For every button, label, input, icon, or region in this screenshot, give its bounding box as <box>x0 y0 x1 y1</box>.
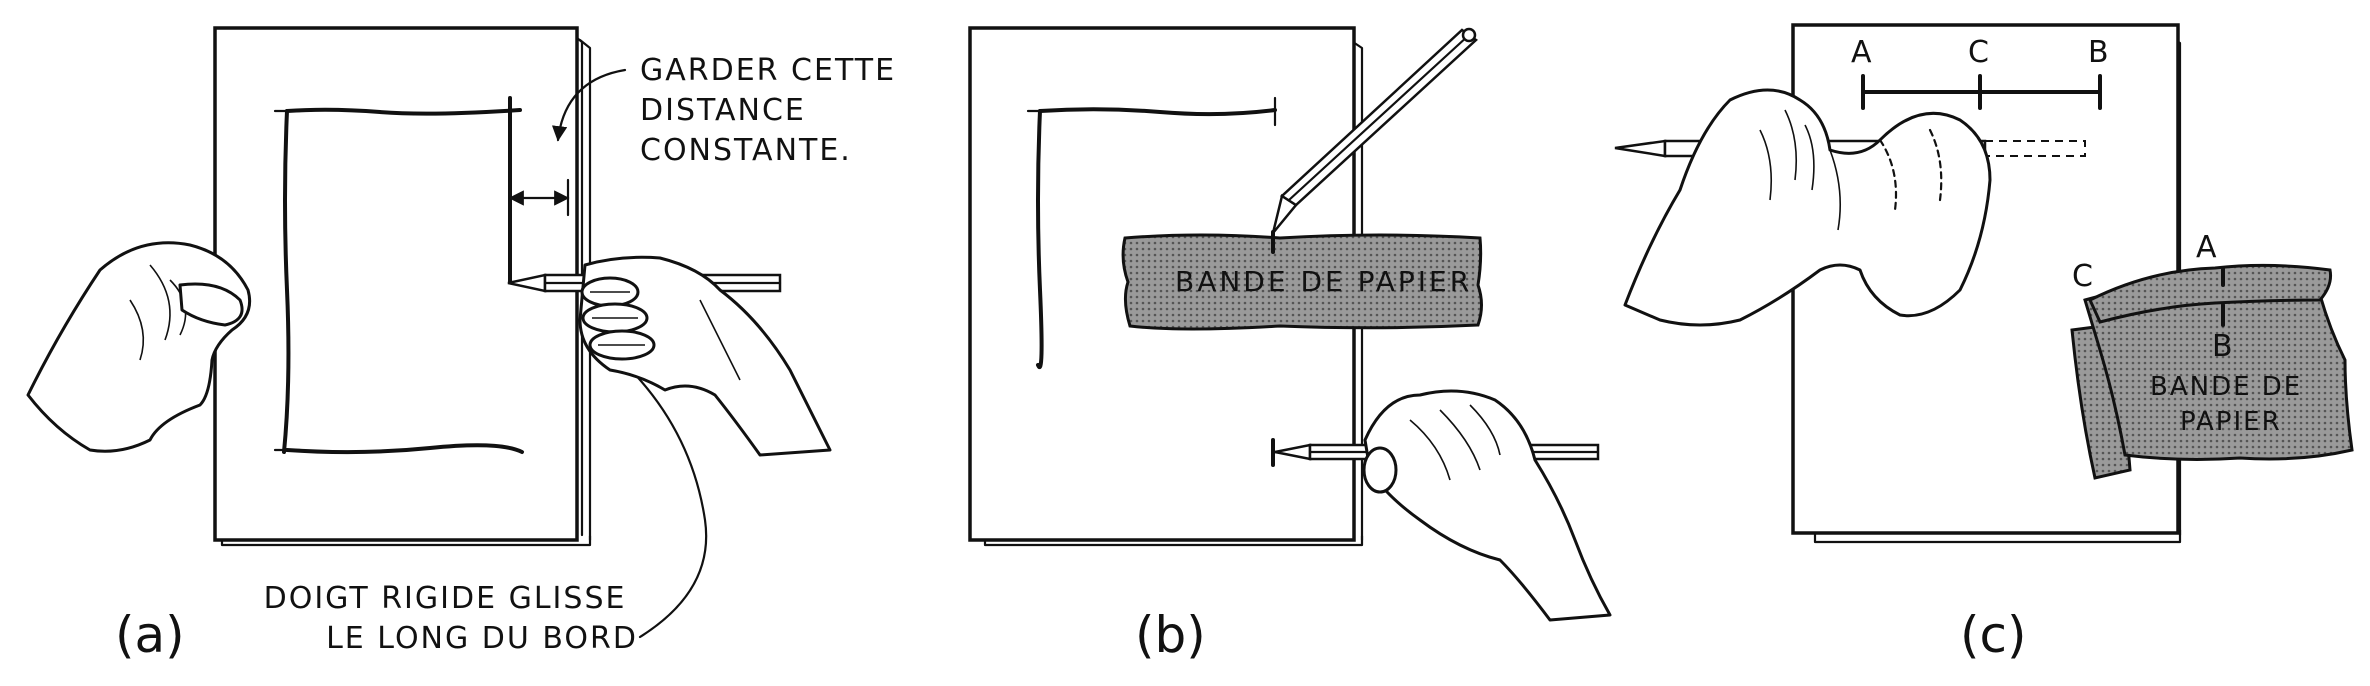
panel-a: GARDER CETTE DISTANCE CONSTANTE. DOIGT R… <box>26 26 908 664</box>
paper-strip: BANDE DE PAPIER <box>1121 230 1483 331</box>
leader-distance <box>551 68 627 142</box>
point-label-c: C <box>1968 35 1991 70</box>
strip-point-c: C <box>2072 259 2095 294</box>
strip-label: BANDE DE PAPIER <box>1175 265 1472 298</box>
caption-c: (c) <box>1960 606 2027 664</box>
hand-icon <box>1623 88 1992 327</box>
panel-c: A C B A C B BANDE DE PAPIER <box>1614 23 2354 664</box>
panel-b: BANDE DE PAPIER (b) <box>968 26 1612 664</box>
point-label-b: B <box>2088 35 2111 70</box>
leader-finger <box>608 348 708 639</box>
pencil-icon <box>1271 27 1478 234</box>
caption-a: (a) <box>115 606 185 664</box>
strip-label: BANDE DE PAPIER <box>2150 372 2313 437</box>
point-label-a: A <box>1851 35 1874 70</box>
measurement-line <box>1861 74 2102 110</box>
left-hand-icon <box>26 241 252 453</box>
hand-icon <box>1362 389 1612 622</box>
constant-distance-dimension <box>508 178 570 217</box>
caption-b: (b) <box>1135 606 1206 664</box>
folded-paper-strip: A C B BANDE DE PAPIER <box>2070 230 2354 480</box>
strip-point-b: B <box>2212 329 2235 364</box>
strip-point-a: A <box>2196 230 2219 265</box>
right-hand-icon <box>578 255 832 457</box>
annotation-rigid-finger: DOIGT RIGIDE GLISSE LE LONG DU BORD <box>264 581 638 656</box>
annotation-keep-distance: GARDER CETTE DISTANCE CONSTANTE. <box>640 53 908 168</box>
drawn-border-lines <box>273 96 557 455</box>
